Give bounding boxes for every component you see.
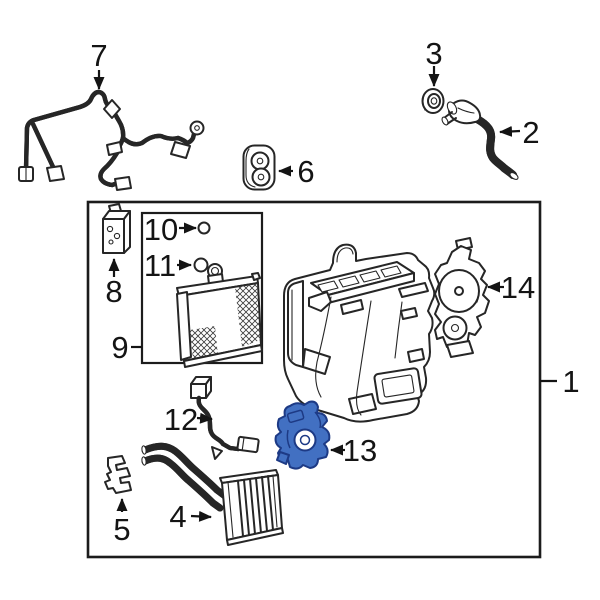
callout-11: 11 bbox=[144, 248, 192, 283]
assembly-box-outline bbox=[86, 200, 542, 559]
callout-label-4[interactable]: 4 bbox=[169, 499, 186, 534]
callout-label-2[interactable]: 2 bbox=[522, 115, 539, 150]
callout-label-11[interactable]: 11 bbox=[144, 248, 176, 283]
callout-label-10[interactable]: 10 bbox=[144, 212, 178, 247]
part-servo-motor[interactable] bbox=[434, 237, 490, 358]
part-servo-motor-selected[interactable] bbox=[274, 400, 331, 470]
callout-label-6[interactable]: 6 bbox=[297, 154, 314, 189]
callout-10: 10 bbox=[144, 212, 197, 247]
callout-3: 3 bbox=[425, 36, 443, 87]
part-molded-hose[interactable] bbox=[441, 99, 519, 180]
callout-arrow-12 bbox=[196, 412, 213, 424]
part-wiring-harness[interactable] bbox=[18, 89, 205, 191]
callout-arrow-4 bbox=[190, 510, 212, 522]
callout-2: 2 bbox=[499, 115, 540, 150]
callout-label-8[interactable]: 8 bbox=[105, 274, 122, 309]
callout-label-5[interactable]: 5 bbox=[113, 512, 130, 547]
callout-label-1[interactable]: 1 bbox=[562, 364, 579, 399]
part-thermistor-wire[interactable] bbox=[190, 376, 260, 460]
callout-4: 4 bbox=[169, 499, 212, 534]
part-heater-core[interactable] bbox=[141, 446, 284, 546]
part-o-ring-large[interactable] bbox=[193, 257, 209, 273]
callout-label-14[interactable]: 14 bbox=[501, 270, 535, 305]
callout-9: 9 bbox=[111, 330, 142, 365]
part-evaporator-core[interactable] bbox=[176, 263, 263, 368]
part-o-ring-small[interactable] bbox=[197, 221, 211, 235]
callout-12: 12 bbox=[164, 402, 213, 437]
callout-label-7[interactable]: 7 bbox=[90, 38, 107, 73]
part-pipe-clamp[interactable] bbox=[104, 455, 132, 494]
callout-label-12[interactable]: 12 bbox=[164, 402, 198, 437]
part-rubber-cushion[interactable] bbox=[242, 144, 276, 191]
part-hvac-case[interactable] bbox=[283, 243, 436, 423]
callout-1: 1 bbox=[540, 364, 580, 399]
part-grommet[interactable] bbox=[421, 88, 445, 114]
callout-7: 7 bbox=[90, 38, 108, 90]
callout-label-3[interactable]: 3 bbox=[425, 36, 442, 71]
callout-label-9[interactable]: 9 bbox=[111, 330, 128, 365]
callout-5: 5 bbox=[113, 498, 131, 547]
callout-14: 14 bbox=[487, 270, 535, 305]
callouts: 1 2 3 4 5 6 7 8 9 10 11 12 13 14 bbox=[90, 36, 579, 547]
callout-6: 6 bbox=[278, 154, 315, 189]
callout-arrow-2 bbox=[499, 125, 521, 137]
callout-label-13[interactable]: 13 bbox=[343, 433, 377, 468]
part-expansion-valve[interactable] bbox=[102, 203, 131, 254]
callout-8: 8 bbox=[105, 258, 123, 309]
callout-13: 13 bbox=[330, 433, 377, 468]
